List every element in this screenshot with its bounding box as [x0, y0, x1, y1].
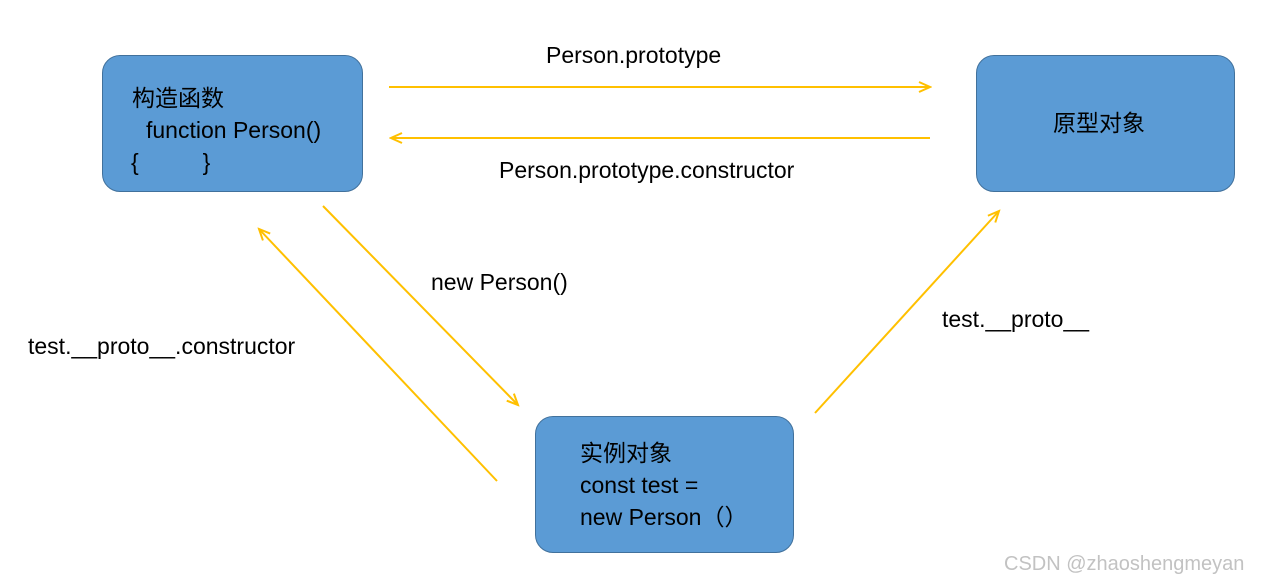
constructor-box-title: 构造函数: [132, 85, 224, 111]
prototype-box-title: 原型对象: [1053, 110, 1145, 136]
label-person-prototype-constructor: Person.prototype.constructor: [499, 157, 795, 183]
instance-box-new-call: new Person（）: [580, 504, 748, 530]
instance-box: [535, 416, 794, 553]
label-person-prototype: Person.prototype: [546, 42, 722, 68]
arrow-instance-to-constructor: [259, 229, 498, 482]
label-test-proto: test.__proto__: [942, 306, 1090, 332]
constructor-box-braces: { }: [131, 149, 211, 175]
prototype-box: [976, 55, 1235, 192]
constructor-box: [102, 55, 363, 192]
constructor-box-function: function Person(): [146, 117, 322, 143]
label-new-person: new Person(): [431, 269, 568, 295]
instance-box-title: 实例对象: [580, 440, 672, 466]
arrow-constructor-to-instance: [322, 205, 518, 405]
label-test-proto-constructor: test.__proto__.constructor: [28, 333, 296, 359]
csdn-watermark: CSDN @zhaoshengmeyan: [1004, 553, 1245, 575]
instance-box-declaration: const test =: [580, 472, 699, 498]
arrow-instance-to-prototype: [814, 211, 999, 414]
